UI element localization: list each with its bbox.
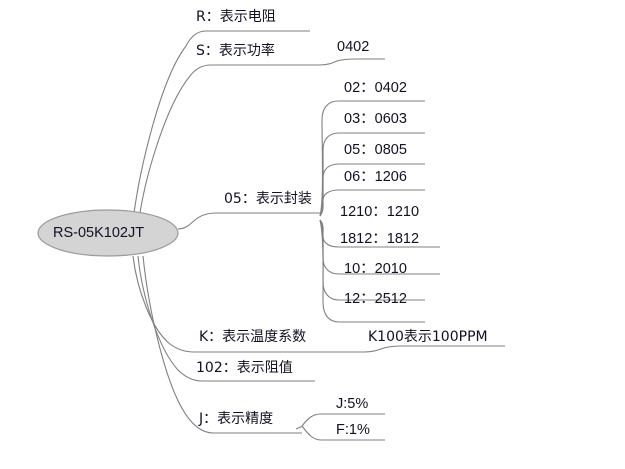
- connector-pkg-to-06: [319, 189, 425, 217]
- connector-root-to-k: [132, 255, 365, 353]
- branch-label-j-5pct[interactable]: J:5%: [336, 396, 369, 412]
- branch-label-pkg-06[interactable]: 06：1206: [344, 169, 407, 185]
- connector-j-to-j5: [301, 413, 385, 427]
- branch-label-resistance[interactable]: 102：表示阻值: [196, 360, 293, 376]
- branch-label-pkg-12[interactable]: 12：2512: [344, 291, 407, 307]
- branch-label-pkg-10[interactable]: 10：2010: [344, 261, 407, 277]
- connector-root-to-pkg: [177, 212, 320, 230]
- branch-label-f-1pct[interactable]: F:1%: [336, 422, 370, 438]
- branch-label-pkg-02[interactable]: 02：0402: [344, 80, 407, 96]
- branch-label-pkg-1812[interactable]: 1812：1812: [340, 231, 420, 247]
- connector-root-to-res: [137, 255, 315, 382]
- branch-label-k-100ppm[interactable]: K100表示100PPM: [368, 329, 488, 345]
- connector-j-to-f1: [301, 425, 385, 441]
- branch-label-pkg-1210[interactable]: 1210：1210: [340, 204, 420, 220]
- branch-label-pkg-05[interactable]: 05：0805: [344, 142, 407, 158]
- branch-label-j[interactable]: J：表示精度: [199, 411, 274, 427]
- connector-s-to-0402: [319, 58, 385, 66]
- connector-root-to-j: [142, 255, 302, 434]
- root-node-label: RS-05K102JT: [53, 225, 145, 241]
- branch-label-s-0402[interactable]: 0402: [337, 39, 370, 55]
- branch-label-s[interactable]: S：表示功率: [196, 43, 275, 59]
- branch-label-pkg-03[interactable]: 03：0603: [344, 111, 407, 127]
- branch-label-pkg[interactable]: 05：表示封装: [224, 191, 312, 207]
- connector-root-to-r: [133, 30, 310, 214]
- connector-j-hub: [295, 425, 304, 430]
- root-node-ellipse[interactable]: [37, 209, 179, 257]
- branch-label-r[interactable]: R：表示电阻: [196, 9, 276, 25]
- connector-pkg-to-05: [319, 163, 425, 217]
- connector-k-to-k100: [364, 345, 505, 353]
- connector-pkg-to-12: [319, 219, 425, 323]
- connector-root-to-s: [139, 64, 320, 214]
- branch-label-k[interactable]: K：表示温度系数: [199, 329, 307, 345]
